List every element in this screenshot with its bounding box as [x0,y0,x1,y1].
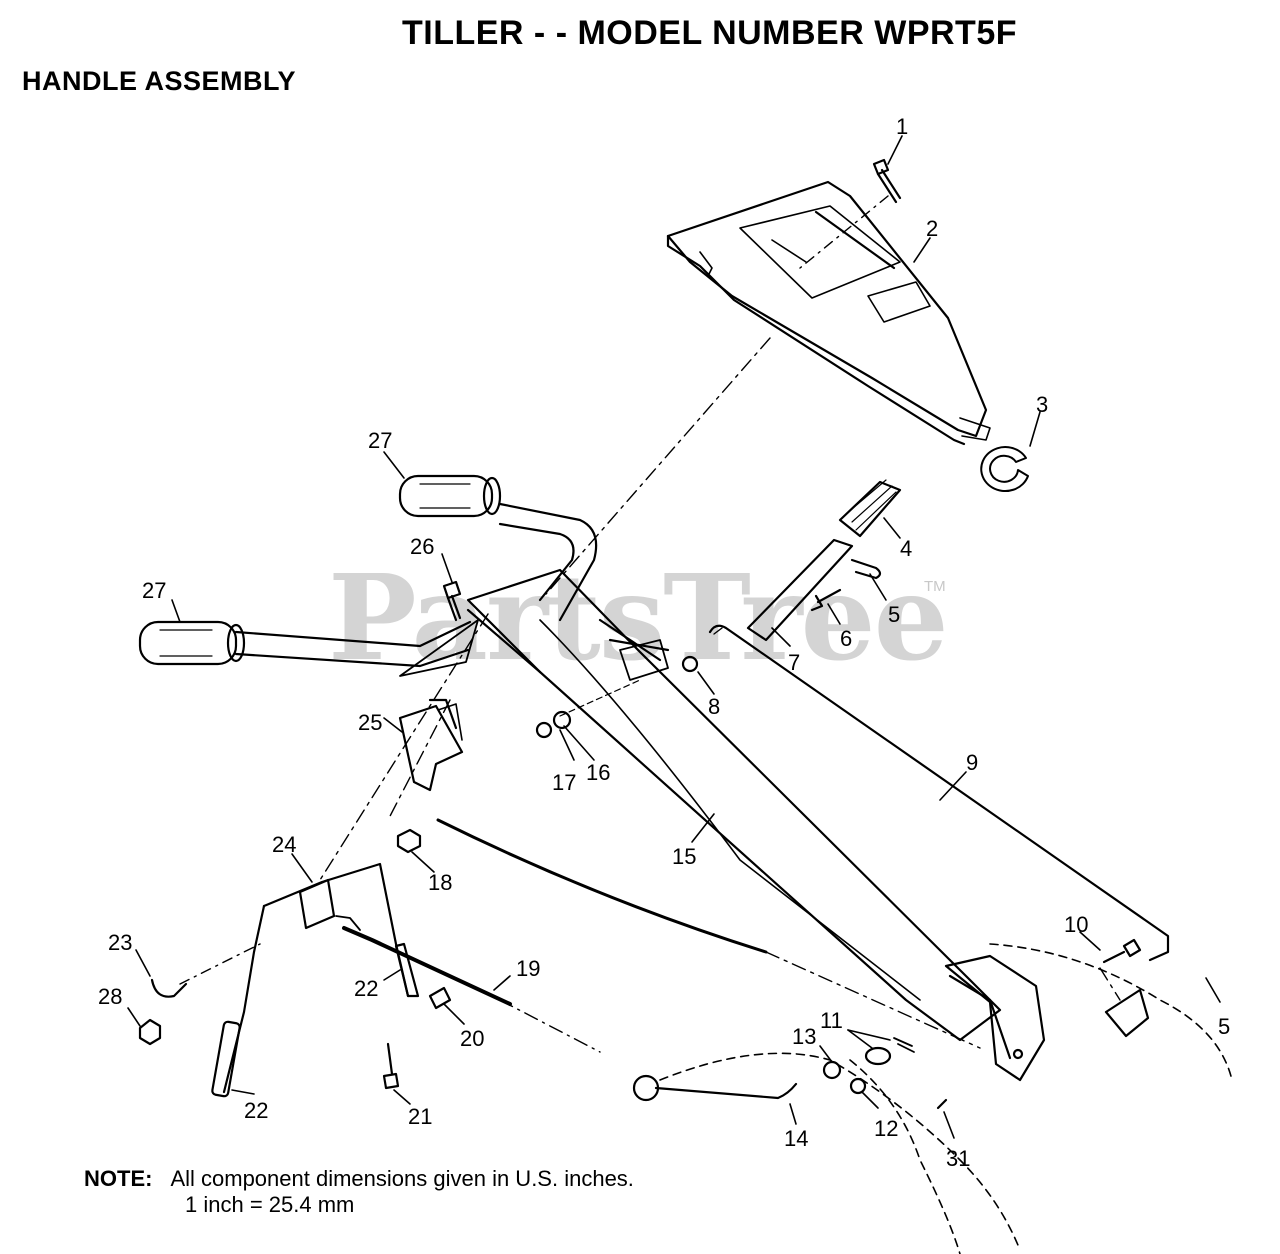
callout-18: 18 [428,870,452,895]
part-2-handle-panel [666,180,991,446]
callout-26: 26 [410,534,434,559]
part-9-rod [708,624,1170,962]
callout-9: 9 [966,750,978,775]
callout-7: 7 [788,650,800,675]
part-1-screw [872,158,902,204]
callout-labels: 1 2 3 4 5 5 6 7 8 9 10 11 12 13 14 15 16… [98,114,1230,1171]
callout-6: 6 [840,626,852,651]
callout-4: 4 [900,536,912,561]
callout-27-lower: 27 [142,578,166,603]
callout-21: 21 [408,1104,432,1129]
callout-31: 31 [946,1146,970,1171]
callout-22-left: 22 [244,1098,268,1123]
callout-28: 28 [98,984,122,1009]
callout-22-right: 22 [354,976,378,1001]
part-5-hairpin-upper [850,558,882,580]
callout-14: 14 [784,1126,808,1151]
part-12-nut [849,1077,867,1095]
main-handle-tube [466,568,1002,1042]
part-28-nut [138,1018,162,1046]
callout-17: 17 [552,770,576,795]
part-20-screw [428,986,452,1010]
part-25-bracket [398,698,464,792]
part-22-shift-rod-left [222,904,266,1094]
callout-20: 20 [460,1026,484,1051]
callout-5-upper: 5 [888,602,900,627]
callout-16: 16 [586,760,610,785]
callout-23: 23 [108,930,132,955]
part-19-cable-end [342,926,512,1006]
callout-2: 2 [926,216,938,241]
rear-mount-bracket [944,954,1046,1082]
callout-27-upper: 27 [368,428,392,453]
part-8-bushing [681,655,699,673]
part-22-rod-grip-left [211,1020,241,1098]
callout-5-lower: 5 [1218,1014,1230,1039]
callout-13: 13 [792,1024,816,1049]
part-11-spring [893,1037,915,1053]
watermark-logo: PartsTree [328,548,949,687]
diagram-subtitle: HANDLE ASSEMBLY [22,66,297,96]
callout-8: 8 [708,694,720,719]
tiller-body-outline [659,943,1233,1254]
callout-12: 12 [874,1116,898,1141]
part-22-rod-grip-right [394,942,420,998]
part-10-bolt [1102,938,1142,964]
part-15-cable [436,818,768,954]
callout-25: 25 [358,710,382,735]
callout-11: 11 [820,1008,843,1033]
diagram-title: TILLER - - MODEL NUMBER WPRT5F [402,14,1017,52]
callout-15: 15 [672,844,696,869]
part-21-bolt [382,1042,400,1090]
part-18-nut [396,828,422,854]
trademark-mark: TM [924,578,946,595]
part-4-lever-grip [838,479,902,538]
part-3-retaining-ring [980,446,1029,492]
callout-10: 10 [1064,912,1088,937]
part-13-washer [822,1060,842,1080]
part-24-bracket [262,862,410,998]
part-26-bolt [442,580,462,622]
part-7-lever [746,538,854,642]
part-27-lower-grip [138,620,246,666]
part-17-nut [535,721,553,739]
part-31-pin [936,1098,948,1110]
part-16-washer [552,710,572,730]
part-23-clip [150,978,188,998]
part-27-upper-grip [398,474,502,518]
note-label: NOTE: [84,1166,153,1191]
note-line-2: 1 inch = 25.4 mm [185,1192,355,1217]
assembly-lines [319,337,1121,1049]
part-14-lever [632,1074,798,1102]
callout-1: 1 [896,114,908,139]
part-6-bolt [810,588,842,612]
callout-24: 24 [272,832,296,857]
note-line-1: All component dimensions given in U.S. i… [170,1166,634,1191]
dimension-note: NOTE: All component dimensions given in U… [84,1166,634,1218]
part-11-knob [864,1046,892,1066]
handlebar [234,502,598,677]
callout-3: 3 [1036,392,1048,417]
leader-lines [127,135,1221,1139]
part-5-hairpin-lower [1104,988,1150,1038]
callout-19: 19 [516,956,540,981]
